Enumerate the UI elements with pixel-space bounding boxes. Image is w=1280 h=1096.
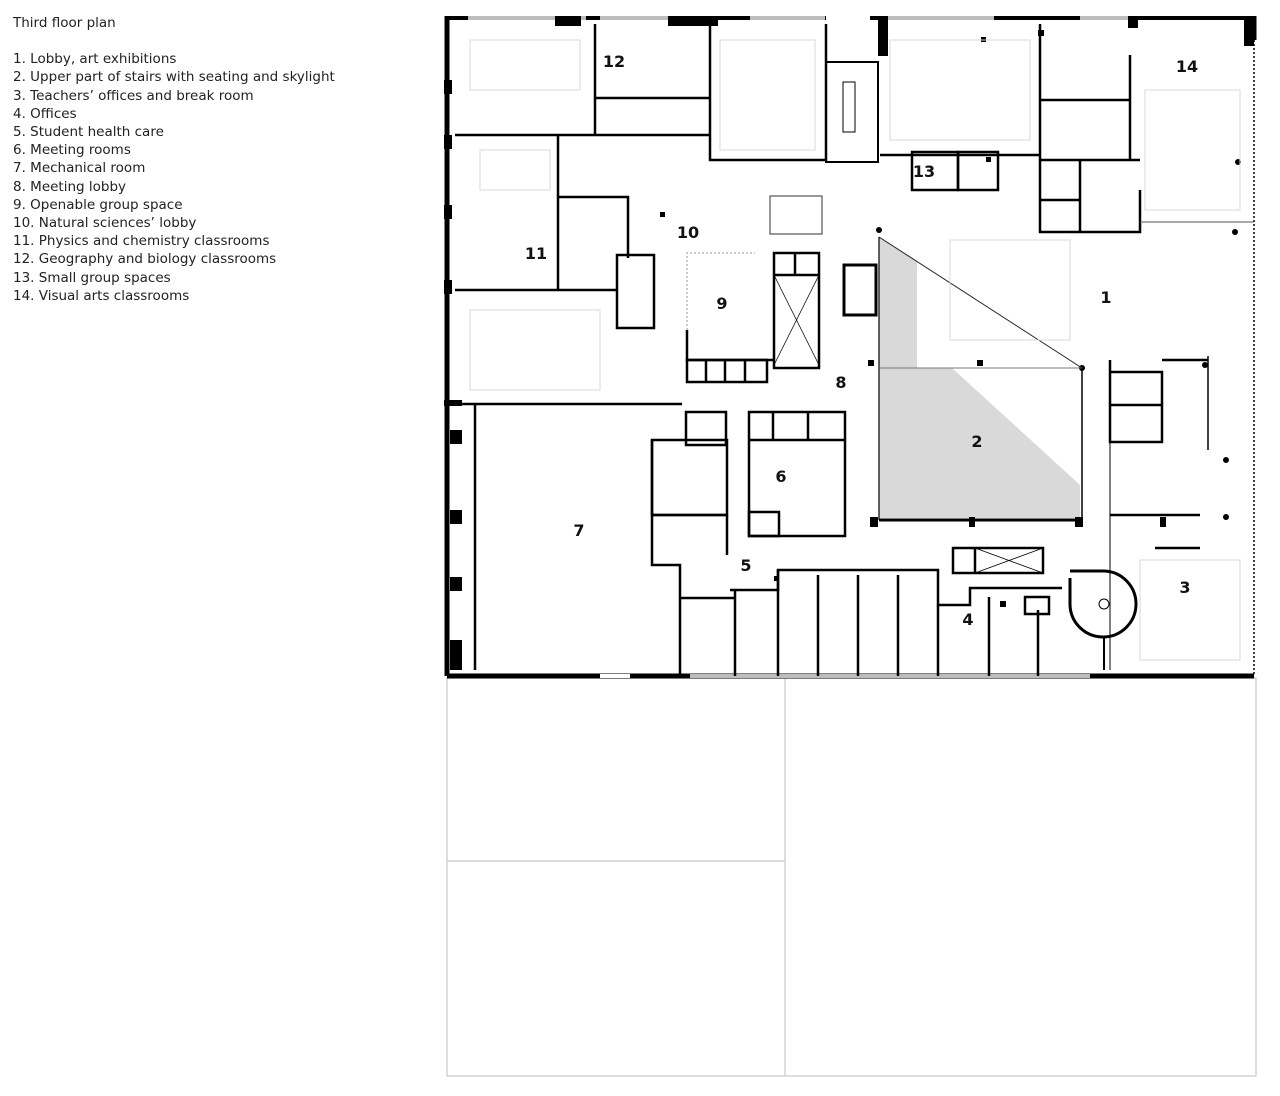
legend-item: 7. Mechanical room: [13, 160, 146, 177]
legend-item: 10. Natural sciences’ lobby: [13, 215, 197, 232]
legend-item: 2. Upper part of stairs with seating and…: [13, 69, 335, 86]
legend-item: 6. Meeting rooms: [13, 142, 131, 159]
room-label-6: 6: [775, 467, 786, 486]
legend-item: 14. Visual arts classrooms: [13, 287, 190, 304]
legend-item: 13. Small group spaces: [13, 269, 171, 286]
plan-legend: Third floor plan 1. Lobby, art exhibitio…: [13, 14, 335, 305]
room-label-11: 11: [525, 244, 547, 263]
legend-item: 12. Geography and biology classrooms: [13, 251, 277, 268]
columns: [444, 16, 1254, 670]
room-label-13: 13: [913, 162, 935, 181]
legend-list: 1. Lobby, art exhibitions 2. Upper part …: [13, 50, 335, 305]
openable-partition: [686, 252, 755, 330]
window-bands: [468, 16, 1130, 678]
legend-item: 4. Offices: [13, 105, 77, 122]
room-label-12: 12: [603, 52, 625, 71]
room-label-3: 3: [1179, 578, 1190, 597]
legend-item: 8. Meeting lobby: [13, 178, 127, 195]
legend-item: 9. Openable group space: [13, 196, 183, 213]
skylight-area: [879, 237, 1080, 518]
room-label-7: 7: [573, 521, 584, 540]
room-label-10: 10: [677, 223, 699, 242]
exterior-walls: [444, 16, 1257, 679]
room-label-8: 8: [835, 373, 846, 392]
room-label-2: 2: [971, 432, 982, 451]
room-label-14: 14: [1176, 57, 1198, 76]
legend-title: Third floor plan: [13, 15, 116, 31]
furniture-outline: [469, 39, 1241, 661]
room-label-9: 9: [716, 294, 727, 313]
skylight-edge: [878, 236, 1083, 369]
legend-item: 11. Physics and chemistry classrooms: [13, 233, 270, 250]
legend-item: 3. Teachers’ offices and break room: [13, 87, 254, 104]
room-labels: 1 2 3 4 5 6 7 8 9 10 11 12 13 14: [525, 52, 1198, 629]
spiral-stair: [1068, 569, 1138, 670]
room-label-1: 1: [1100, 288, 1111, 307]
room-label-4: 4: [962, 610, 973, 629]
interior-walls: [455, 24, 1254, 676]
room-label-5: 5: [740, 556, 751, 575]
legend-item: 5. Student health care: [13, 124, 164, 141]
legend-item: 1. Lobby, art exhibitions: [13, 51, 177, 68]
lower-site-outline: [446, 677, 1257, 1077]
